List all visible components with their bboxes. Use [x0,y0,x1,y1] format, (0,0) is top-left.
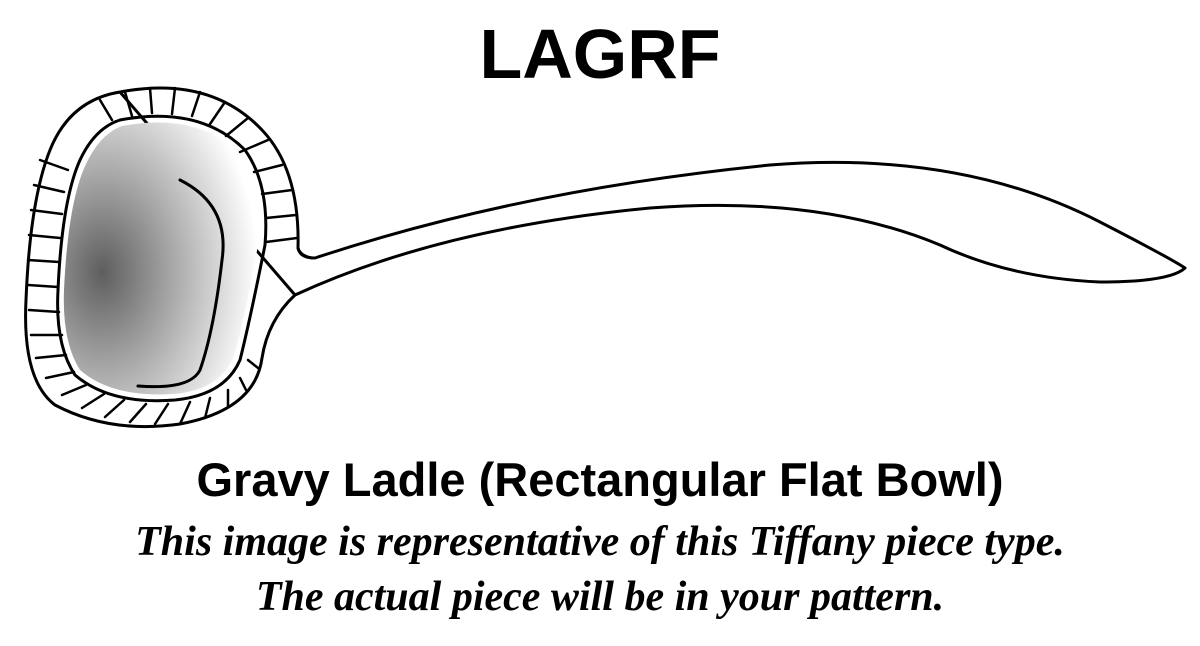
bowl-scallops [26,86,299,426]
bowl-inner-rim [56,114,268,403]
product-code: LAGRF [479,15,721,93]
disclaimer-line-1: This image is representative of this Tif… [135,519,1065,565]
ladle-handle [293,160,1187,297]
disclaimer-line-2: The actual piece will be in your pattern… [255,574,945,620]
product-name: Gravy Ladle (Rectangular Flat Bowl) [196,453,1004,506]
bowl-shading [63,122,259,395]
